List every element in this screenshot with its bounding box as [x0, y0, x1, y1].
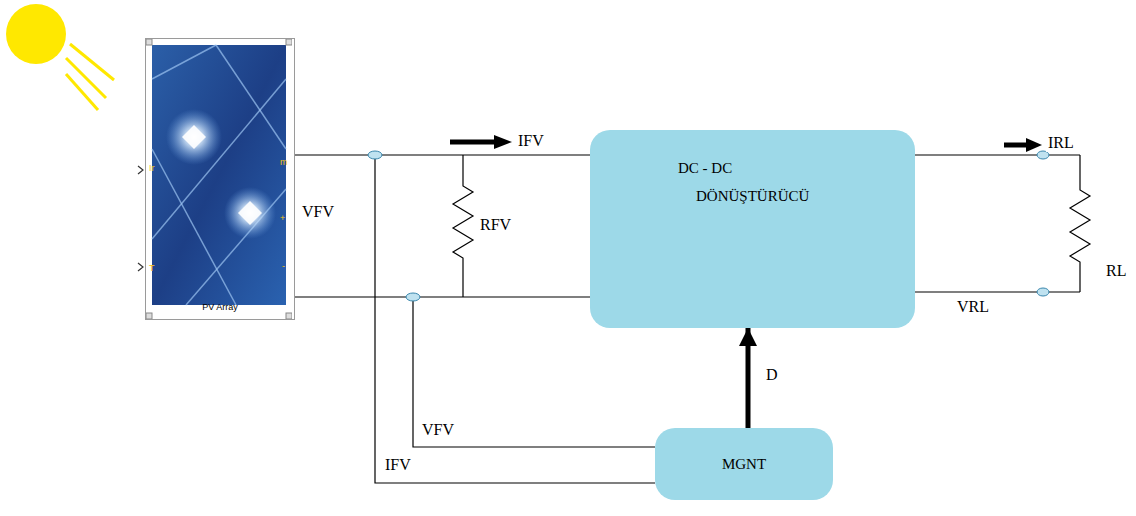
- port-label: -: [282, 261, 285, 271]
- box-title: DÖNÜŞTÜRÜCÜ: [696, 188, 809, 205]
- port-label: m: [280, 157, 288, 167]
- sun-icon: [6, 4, 114, 110]
- control-arrow: [746, 328, 751, 428]
- box-title: MGNT: [722, 456, 766, 473]
- port-label: +: [280, 213, 285, 223]
- voltage-label: VFV: [300, 203, 336, 221]
- current-label: IFV: [516, 132, 546, 150]
- pv-array-block: IrTm + - PV Array: [145, 38, 295, 320]
- rl-resistor-symbol: [1070, 155, 1090, 292]
- box-title: DC - DC: [678, 160, 732, 177]
- input-chevrons: [138, 166, 143, 271]
- port-label: T: [149, 263, 155, 273]
- block-caption: PV Array: [202, 302, 238, 312]
- wire: [295, 154, 591, 155]
- output-wires: [915, 155, 1080, 292]
- converter-box: DC - DC DÖNÜŞTÜRÜCÜ: [590, 130, 915, 328]
- signal-label: IFV: [383, 456, 413, 474]
- voltage-label: VRL: [955, 298, 991, 316]
- current-label: IRL: [1046, 134, 1076, 152]
- signal-label: VFV: [420, 421, 456, 439]
- resistor-label: RFV: [478, 216, 513, 234]
- duty-cycle-label: D: [764, 366, 780, 384]
- solar-panel-picture: [146, 39, 292, 319]
- port-label: Ir: [149, 163, 155, 173]
- resistor-label: RL: [1104, 262, 1128, 280]
- rfv-resistor-symbol: [453, 155, 473, 297]
- controller-box: MGNT: [655, 428, 833, 500]
- wire: [295, 296, 591, 297]
